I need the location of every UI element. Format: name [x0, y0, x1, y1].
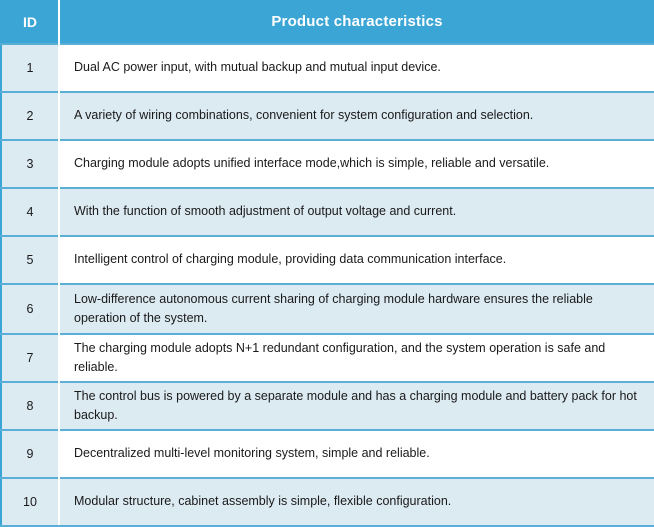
table-row: 6 Low-difference autonomous current shar…: [1, 283, 654, 334]
table-row: 5 Intelligent control of charging module…: [1, 235, 654, 284]
cell-description: Low-difference autonomous current sharin…: [59, 283, 654, 334]
cell-description: With the function of smooth adjustment o…: [59, 187, 654, 236]
cell-description: Intelligent control of charging module, …: [59, 235, 654, 284]
table-row: 7 The charging module adopts N+1 redunda…: [1, 333, 654, 382]
table-row: 10 Modular structure, cabinet assembly i…: [1, 477, 654, 527]
cell-id: 8: [1, 381, 60, 430]
cell-description: Charging module adopts unified interface…: [59, 139, 654, 188]
cell-id: 2: [1, 91, 60, 140]
header-row: ID Product characteristics: [1, 0, 654, 44]
cell-description: The control bus is powered by a separate…: [59, 381, 654, 430]
cell-description: Dual AC power input, with mutual backup …: [59, 43, 654, 92]
cell-id: 6: [1, 283, 60, 334]
table-row: 3 Charging module adopts unified interfa…: [1, 139, 654, 188]
cell-id: 7: [1, 333, 60, 382]
table-body: 1 Dual AC power input, with mutual backu…: [1, 43, 654, 527]
cell-id: 3: [1, 139, 60, 188]
table-row: 2 A variety of wiring combinations, conv…: [1, 91, 654, 140]
cell-description: Modular structure, cabinet assembly is s…: [59, 477, 654, 527]
table-header: ID Product characteristics: [1, 0, 654, 44]
table-row: 4 With the function of smooth adjustment…: [1, 187, 654, 236]
cell-id: 1: [1, 43, 60, 92]
cell-description: Decentralized multi-level monitoring sys…: [59, 429, 654, 478]
cell-id: 9: [1, 429, 60, 478]
cell-id: 10: [1, 477, 60, 527]
column-header-id: ID: [1, 0, 60, 44]
column-header-product-characteristics: Product characteristics: [59, 0, 654, 44]
cell-description: A variety of wiring combinations, conven…: [59, 91, 654, 140]
table-row: 8 The control bus is powered by a separa…: [1, 381, 654, 430]
cell-id: 5: [1, 235, 60, 284]
table-row: 1 Dual AC power input, with mutual backu…: [1, 43, 654, 92]
table-row: 9 Decentralized multi-level monitoring s…: [1, 429, 654, 478]
cell-id: 4: [1, 187, 60, 236]
cell-description: The charging module adopts N+1 redundant…: [59, 333, 654, 382]
